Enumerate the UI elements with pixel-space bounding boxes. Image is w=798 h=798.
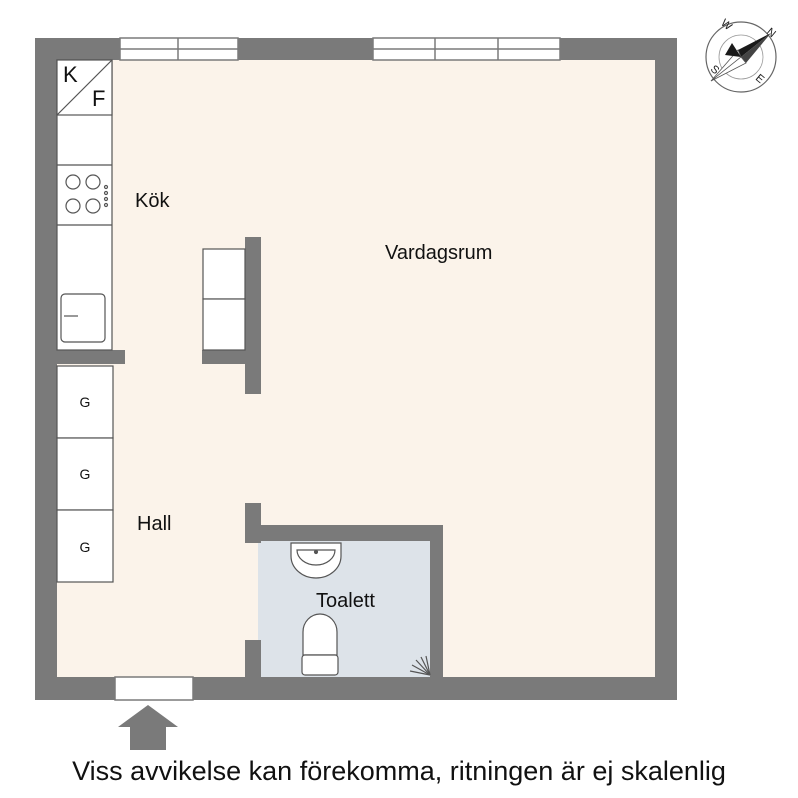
- wardrobe-label: G: [79, 394, 91, 410]
- wardrobe-label: G: [79, 466, 91, 482]
- kitchen-sink-icon: [60, 293, 106, 343]
- room-divider-cabinet: [202, 248, 246, 351]
- floor-drain-icon: [409, 655, 431, 676]
- entrance-arrow-icon: [118, 705, 178, 750]
- room-label-kok: Kök: [135, 190, 170, 212]
- room-label-toalett: Toalett: [316, 590, 375, 612]
- wardrobes: [56, 365, 114, 583]
- toilet-floor: [258, 540, 432, 677]
- disclaimer-text: Viss avvikelse kan förekomma, ritningen …: [72, 756, 726, 786]
- outer-walls: [35, 38, 677, 700]
- compass-icon: [705, 21, 777, 93]
- freezer-label-f: F: [92, 86, 106, 111]
- window-left: [119, 37, 239, 61]
- toilet-icon: [301, 613, 339, 676]
- interior-walls: [57, 237, 443, 677]
- refrigerator-label-k: K: [63, 62, 78, 87]
- room-label-vardagsrum: Vardagsrum: [385, 242, 493, 264]
- wardrobe-label: G: [79, 539, 91, 555]
- window-right: [372, 37, 561, 61]
- stove-icon: [65, 174, 109, 214]
- room-label-hall: Hall: [137, 513, 172, 535]
- entrance-door: [114, 676, 194, 701]
- washbasin-icon: [290, 542, 342, 579]
